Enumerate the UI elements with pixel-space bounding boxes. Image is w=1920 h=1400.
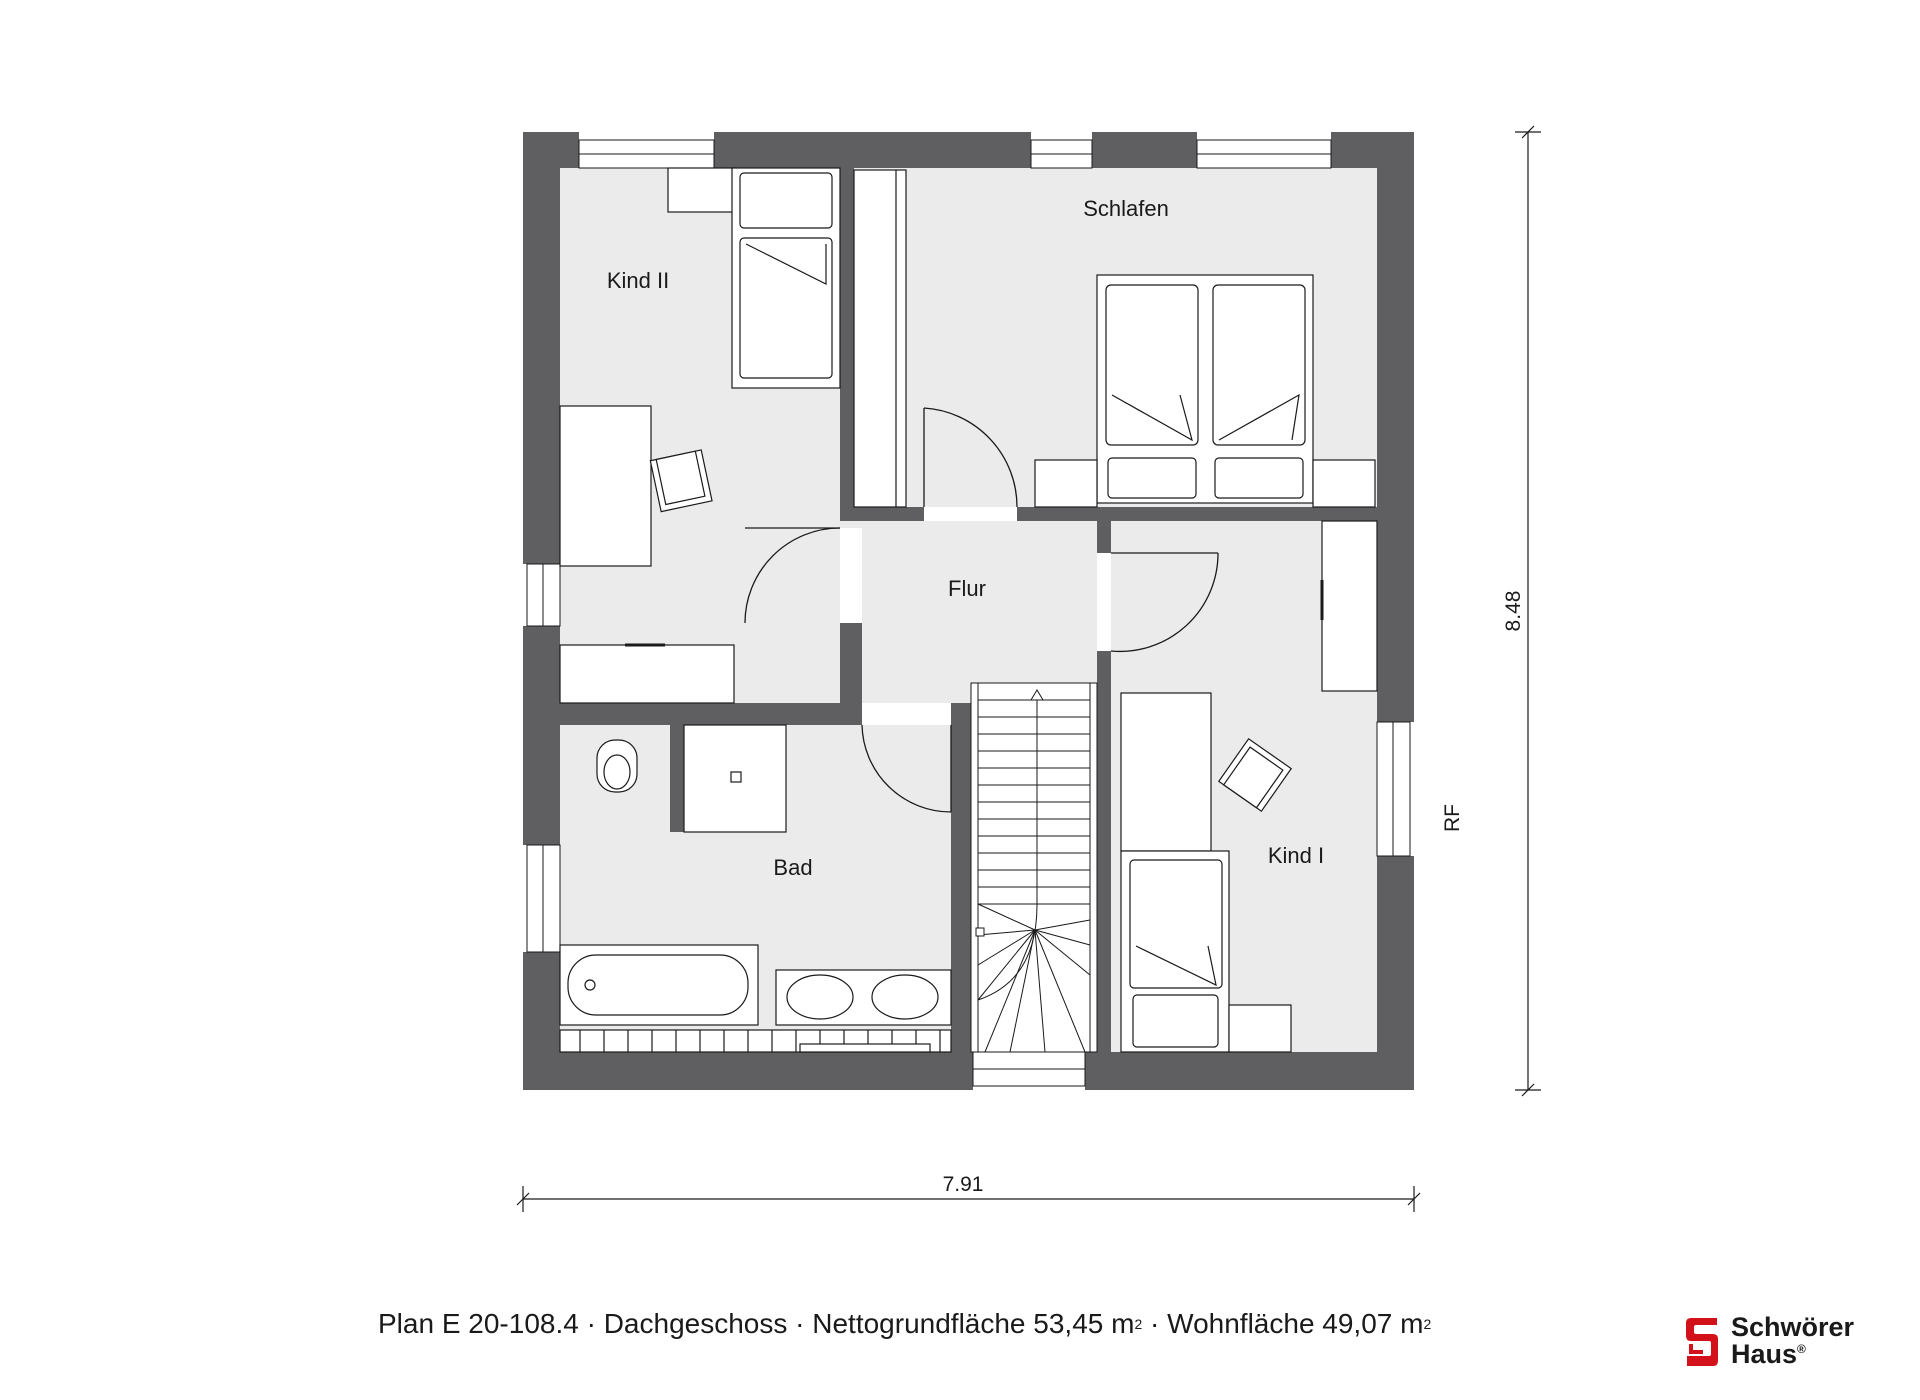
furniture-kind1 xyxy=(1120,520,1378,1053)
logo-line2: Haus xyxy=(1731,1339,1798,1369)
room-label-bad: Bad xyxy=(773,855,812,880)
radiator xyxy=(799,1043,931,1053)
pillow xyxy=(1132,994,1219,1048)
inner-wall xyxy=(951,703,971,1052)
walls xyxy=(523,132,1414,1090)
inner-wall xyxy=(1017,507,1377,521)
pillow xyxy=(1107,457,1197,499)
outer-wall xyxy=(1377,856,1414,1090)
windows xyxy=(526,139,1411,1087)
logo-line1: Schwörer xyxy=(1731,1312,1855,1342)
room-label-flur: Flur xyxy=(948,576,986,601)
chair-kind2 xyxy=(649,449,713,513)
outer-wall xyxy=(714,132,1031,168)
outer-wall xyxy=(1085,1052,1414,1090)
height-dimension-label: 8.48 xyxy=(1502,591,1525,632)
furniture-kind2 xyxy=(559,167,841,704)
door-schlafen xyxy=(923,407,1018,508)
nightstand xyxy=(1228,1004,1292,1053)
door-opening xyxy=(862,703,951,725)
outer-wall xyxy=(523,1052,973,1090)
door-openings xyxy=(840,507,1111,725)
room-label-kind2: Kind II xyxy=(607,268,669,293)
pillow xyxy=(739,172,833,229)
outer-wall xyxy=(1092,132,1197,168)
plan-caption: Plan E 20-108.4 · Dachgeschoss · Nettogr… xyxy=(378,1308,1431,1340)
room-label-schlafen: Schlafen xyxy=(1083,196,1169,221)
registered-mark: ® xyxy=(1797,1342,1806,1356)
wardrobe xyxy=(853,169,907,508)
inner-wall xyxy=(670,725,684,832)
width-dimension-label: 7.91 xyxy=(943,1173,984,1196)
nightstand xyxy=(1312,459,1376,508)
room-label-kind1: Kind I xyxy=(1268,843,1324,868)
separator: · xyxy=(586,1308,596,1339)
outer-wall xyxy=(523,626,560,845)
blanket xyxy=(1212,284,1306,446)
net-area: Nettogrundfläche 53,45 m xyxy=(812,1308,1135,1339)
pillow xyxy=(1214,457,1304,499)
superscript: 2 xyxy=(1134,1316,1143,1332)
desk-kind1 xyxy=(1120,692,1212,852)
chair-kind1 xyxy=(1217,737,1293,813)
staircase xyxy=(970,682,1098,1053)
floor-name: Dachgeschoss xyxy=(603,1308,788,1339)
inner-wall xyxy=(840,167,854,507)
living-area: Wohnfläche 49,07 m xyxy=(1167,1308,1424,1339)
separator: · xyxy=(1150,1308,1160,1339)
outer-wall xyxy=(1377,132,1414,722)
blanket xyxy=(1129,859,1223,989)
cabinet-kind1 xyxy=(1321,520,1378,692)
logo-wordmark: Schwörer Haus® xyxy=(1731,1314,1854,1373)
inner-wall xyxy=(840,623,862,707)
door-opening xyxy=(1097,553,1111,651)
door-kind1 xyxy=(1110,552,1219,653)
dimension-width xyxy=(516,1186,1421,1212)
superscript: 2 xyxy=(1423,1316,1432,1332)
separator: · xyxy=(795,1308,805,1339)
dimension-height xyxy=(1515,125,1541,1097)
plan-number: Plan E 20-108.4 xyxy=(378,1308,579,1339)
inner-wall xyxy=(840,507,924,521)
nightstand xyxy=(1034,459,1098,508)
outer-wall xyxy=(523,132,560,564)
side-marker-label: RF xyxy=(1441,804,1464,832)
schwoerer-logo-icon xyxy=(1686,1318,1718,1366)
inner-wall xyxy=(1097,521,1111,553)
shelf xyxy=(667,167,737,213)
doors xyxy=(744,407,1219,813)
door-opening xyxy=(840,528,862,623)
furniture-bad xyxy=(559,724,952,1053)
door-kind2 xyxy=(744,527,841,624)
cabinet-kind2 xyxy=(559,644,735,704)
inner-wall xyxy=(1097,651,1111,1052)
company-logo: Schwörer Haus® xyxy=(1683,1314,1903,1372)
blanket xyxy=(1105,284,1199,446)
door-bad xyxy=(861,724,952,813)
door-opening xyxy=(924,507,1017,521)
inner-wall xyxy=(560,703,862,725)
desk-kind2 xyxy=(559,405,652,567)
furniture-schlafen xyxy=(853,169,1376,508)
blanket xyxy=(739,237,833,379)
room-labels: Kind II Schlafen Flur Bad Kind I xyxy=(607,196,1324,880)
